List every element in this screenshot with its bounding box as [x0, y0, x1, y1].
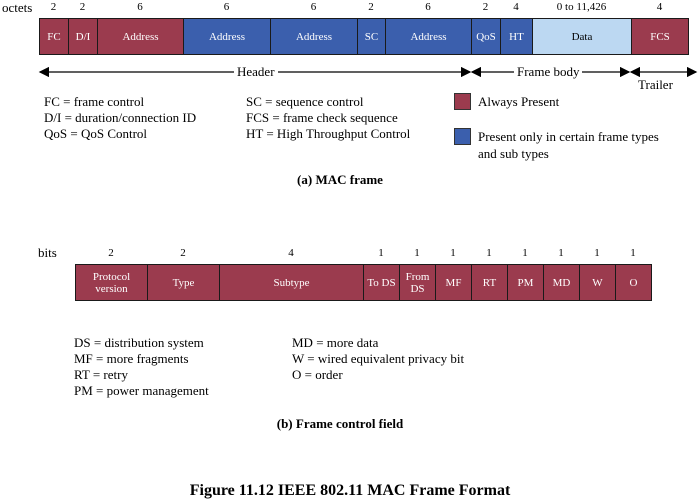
field-size-1: 2: [79, 1, 86, 13]
definition-sc: SC = sequence control: [246, 94, 364, 109]
figure-title: Figure 11.12 IEEE 802.11 MAC Frame Forma…: [189, 482, 511, 499]
field-address-2: Address: [97, 18, 184, 55]
field-address-6: Address: [385, 18, 472, 55]
definition-rt: RT = retry: [74, 367, 128, 382]
mac-definitions-col2: SC = sequence control FCS = frame check …: [246, 94, 410, 142]
trailer-label: Trailer: [638, 77, 673, 92]
fc-unit-label: bits: [38, 245, 57, 260]
field-ht-8: HT: [500, 18, 533, 55]
field-type-1: Type: [147, 264, 220, 301]
field-size-8: 4: [513, 1, 519, 13]
field-d-i-1: D/I: [68, 18, 98, 55]
field-size-10: 1: [630, 247, 636, 259]
field-size-0: 2: [108, 247, 114, 259]
field-size-2: 6: [137, 1, 143, 13]
field-mf-5: MF: [435, 264, 472, 301]
fc-definitions-col1: DS = distribution system MF = more fragm…: [74, 335, 209, 399]
field-size-4: 1: [414, 247, 420, 259]
legend-certain-label-2: and sub types: [478, 146, 549, 161]
mac-unit-label: octets: [2, 0, 33, 15]
field-size-7: 2: [482, 1, 489, 13]
definition-w: W = wired equivalent privacy bit: [292, 351, 465, 366]
field-size-9: 1: [594, 247, 600, 259]
fc-definitions-col2: MD = more data W = wired equivalent priv…: [292, 335, 464, 383]
definition-fcs: FCS = frame check sequence: [246, 110, 398, 125]
field-size-2: 4: [288, 247, 294, 259]
field-size-5: 1: [450, 247, 456, 259]
field-size-3: 6: [223, 1, 230, 13]
field-size-5: 2: [368, 1, 374, 13]
field-size-0: 2: [50, 1, 57, 13]
field-to-ds-3: To DS: [363, 264, 400, 301]
field-from-ds-4: From DS: [399, 264, 436, 301]
field-size-4: 6: [310, 1, 317, 13]
definition-di: D/I = duration/connection ID: [44, 110, 197, 125]
field-size-8: 1: [558, 247, 564, 259]
legend-always-label: Always Present: [478, 94, 560, 109]
definition-md: MD = more data: [292, 335, 379, 350]
definition-qos: QoS = QoS Control: [44, 126, 148, 141]
field-size-1: 2: [180, 247, 186, 259]
field-o-10: O: [615, 264, 652, 301]
field-address-3: Address: [183, 18, 271, 55]
definition-pm: PM = power management: [74, 383, 209, 398]
legend-always-swatch: [454, 93, 471, 110]
field-size-9: 0 to 11,426: [556, 1, 607, 13]
field-pm-7: PM: [507, 264, 544, 301]
definition-o: O = order: [292, 367, 343, 382]
field-size-10: 4: [656, 1, 663, 13]
frame-body-label: Frame body: [514, 64, 583, 80]
field-address-4: Address: [270, 18, 358, 55]
field-protocol-version-0: Protocol version: [75, 264, 148, 301]
field-size-3: 1: [378, 247, 384, 259]
mac-caption: (a) MAC frame: [297, 172, 383, 187]
field-size-6: 6: [425, 1, 431, 13]
legend-certain-swatch: [454, 128, 471, 145]
field-subtype-2: Subtype: [219, 264, 364, 301]
definition-ht: HT = High Throughput Control: [246, 126, 411, 141]
field-size-6: 1: [486, 247, 492, 259]
legend-certain-label-1: Present only in certain frame types: [478, 129, 659, 144]
field-fcs-10: FCS: [631, 18, 689, 55]
definition-ds: DS = distribution system: [74, 335, 204, 350]
mac-definitions-col1: FC = frame control D/I = duration/connec…: [44, 94, 196, 142]
field-rt-6: RT: [471, 264, 508, 301]
field-size-7: 1: [522, 247, 528, 259]
header-label: Header: [234, 64, 278, 80]
field-w-9: W: [579, 264, 616, 301]
definition-mf: MF = more fragments: [74, 351, 189, 366]
fc-caption: (b) Frame control field: [276, 416, 404, 431]
field-sc-5: SC: [357, 18, 386, 55]
definition-fc: FC = frame control: [44, 94, 145, 109]
field-md-8: MD: [543, 264, 580, 301]
